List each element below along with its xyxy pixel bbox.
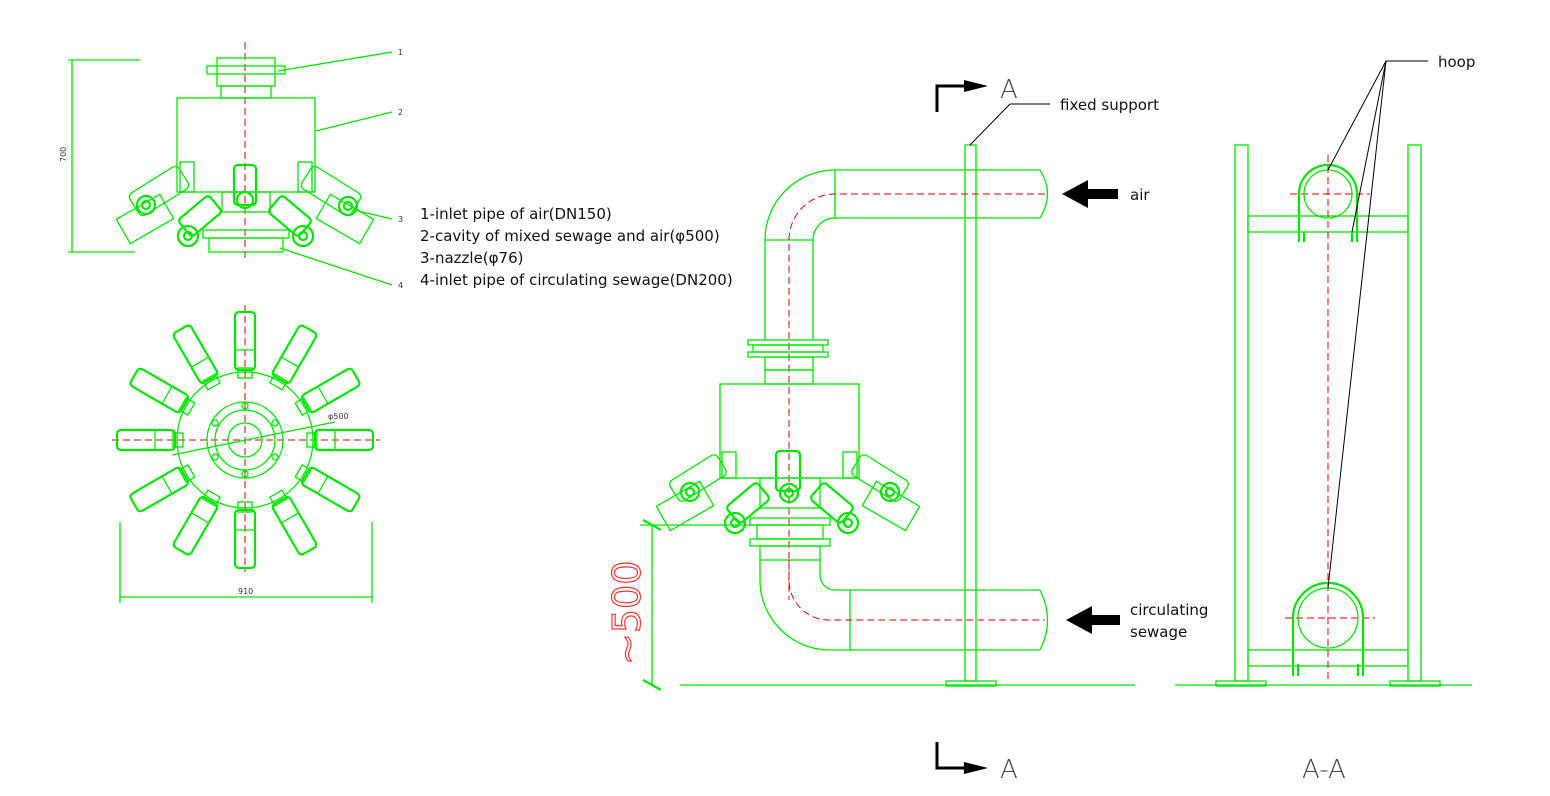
label-circulating: circulating — [1130, 601, 1208, 619]
section-a-a: hoop A-A — [1175, 53, 1475, 785]
elev-nozzle-left-inner — [723, 482, 770, 535]
plan-nozzle — [233, 501, 257, 570]
legend: 1-inlet pipe of air(DN150) 2-cavity of m… — [420, 205, 733, 289]
callout-1: 1 — [398, 48, 403, 57]
svg-text:A: A — [1000, 75, 1018, 105]
plan-nozzle — [172, 324, 221, 391]
elev-nozzle-right-inner — [810, 482, 860, 535]
plan-nozzle — [172, 489, 221, 556]
dim-drop: ~500 — [605, 561, 649, 665]
plan-nozzle — [294, 464, 361, 513]
dim-700: 700 — [59, 147, 68, 162]
plan-nozzle — [269, 324, 318, 391]
svg-text:A: A — [1000, 755, 1018, 785]
plan-nozzle — [129, 367, 196, 416]
legend-item-2: 2-cavity of mixed sewage and air(φ500) — [420, 227, 720, 245]
bolt-holes — [211, 402, 279, 478]
plan-nozzle-ring — [115, 310, 375, 570]
legend-item-4: 4-inlet pipe of circulating sewage(DN200… — [420, 271, 733, 289]
plan-nozzle — [306, 428, 375, 452]
label-sewage: sewage — [1130, 623, 1187, 641]
nozzle-left-outer — [115, 165, 190, 245]
callout-3: 3 — [398, 215, 403, 224]
installation-elevation: fixed support — [604, 75, 1208, 785]
section-mark-bottom: A — [935, 742, 1018, 785]
plan-nozzle — [233, 310, 257, 379]
label-hoop: hoop — [1438, 53, 1475, 71]
plan-nozzle — [115, 428, 184, 452]
aerator-plan: φ500 910 — [112, 305, 380, 603]
callout-2: 2 — [398, 108, 403, 117]
plan-nozzle — [269, 489, 318, 556]
legend-item-3: 3-nazzle(φ76) — [420, 249, 523, 267]
label-air: air — [1130, 186, 1150, 204]
section-title: A-A — [1302, 755, 1346, 785]
dim-910: 910 — [238, 587, 253, 596]
section-mark-top: A — [935, 75, 1018, 112]
elev-nozzle-left-outer — [655, 454, 727, 532]
legend-item-1: 1-inlet pipe of air(DN150) — [420, 205, 612, 223]
label-fixed-support: fixed support — [1060, 96, 1159, 114]
nozzle-right-inner — [268, 195, 315, 248]
aerator-elevation: 1 2 3 4 700 — [59, 42, 403, 290]
nozzle-right-outer — [300, 165, 375, 245]
plan-nozzle — [129, 464, 196, 513]
air-arrow-icon — [1062, 180, 1118, 208]
plan-nozzle — [294, 367, 361, 416]
callout-4: 4 — [398, 281, 403, 290]
dim-diameter: φ500 — [328, 412, 349, 421]
nozzle-left-inner — [176, 195, 222, 248]
sewage-arrow-icon — [1066, 606, 1120, 634]
elev-nozzle-right-outer — [851, 454, 921, 532]
